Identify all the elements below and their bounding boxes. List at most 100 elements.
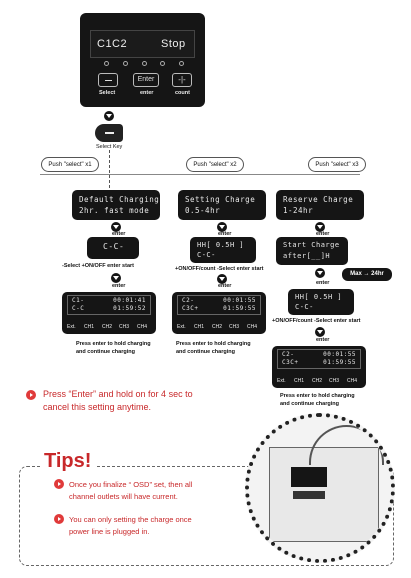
col3-ch-3: CH3 bbox=[329, 378, 340, 384]
device-buttons bbox=[293, 491, 325, 499]
col1-mode-display: Default Charging 2hr. fast mode bbox=[72, 190, 160, 220]
col2-ch-4: CH4 bbox=[247, 324, 258, 330]
col1-enter-label-2: enter bbox=[112, 283, 126, 289]
indicator-leds bbox=[104, 61, 184, 67]
max-badge: Max → 24hr bbox=[342, 268, 392, 281]
play-icon bbox=[26, 390, 36, 400]
col3-mode-display: Reserve Charge 1-24hr bbox=[276, 190, 364, 220]
tips-box bbox=[19, 466, 394, 566]
col1-enter-label: enter bbox=[112, 231, 126, 237]
tips-title: Tips! bbox=[40, 450, 96, 473]
push-bubble-2: Push "select" x2 bbox=[186, 157, 244, 172]
down-arrow-icon bbox=[315, 327, 325, 337]
tip2-line2: power line is plugged in. bbox=[69, 527, 150, 536]
col2-ch-3: CH3 bbox=[229, 324, 240, 330]
col2-mode-line1: Setting Charge bbox=[185, 195, 256, 204]
col1-channel-text: C-C- bbox=[103, 242, 125, 251]
col3-ch-2: CH2 bbox=[312, 378, 323, 384]
col2-timer-line2: C3C+ 01:59:55 bbox=[182, 305, 257, 312]
count-label: count bbox=[175, 90, 190, 96]
select-button[interactable] bbox=[98, 73, 118, 87]
col2-channel-line2: C-C- bbox=[197, 251, 216, 259]
col2-enter-label: enter bbox=[218, 231, 232, 237]
col1-note: -Select +ON/OFF enter start bbox=[62, 263, 134, 269]
down-arrow-icon bbox=[315, 222, 325, 232]
col3-channel-line2: C-C- bbox=[295, 303, 314, 311]
play-icon bbox=[54, 479, 64, 489]
col1-caption-line2: and continue charging bbox=[76, 349, 135, 355]
col1-mode-line1: Default Charging bbox=[79, 195, 160, 204]
col1-mode-line2: 2hr. fast mode bbox=[79, 206, 150, 215]
tip1-line2: channel outlets will have current. bbox=[69, 492, 178, 501]
col3-note: +ON/OFF/count -Select enter start bbox=[272, 318, 361, 324]
col3-caption-line2: and continue charging bbox=[280, 401, 339, 407]
device-illustration bbox=[245, 413, 395, 563]
col3-timer-line2: C3C+ 01:59:55 bbox=[282, 359, 357, 366]
led-icon bbox=[141, 61, 147, 66]
col2-ch-ext: Ext. bbox=[177, 324, 186, 330]
down-arrow-icon bbox=[315, 268, 325, 278]
cancel-note-line2: cancel this setting anytime. bbox=[43, 402, 152, 412]
cancel-note-line1: Press “Enter” and hold on for 4 sec to bbox=[43, 389, 193, 399]
minus-icon bbox=[105, 132, 114, 134]
col2-ch-2: CH2 bbox=[212, 324, 223, 330]
col1-ch-4: CH4 bbox=[137, 324, 148, 330]
col3-caption-line1: Press enter to hold charging bbox=[280, 393, 355, 399]
col3-enter-label-2: enter bbox=[316, 280, 330, 286]
col3-mode-line2: 1-24hr bbox=[283, 206, 314, 215]
col3-ch-4: CH4 bbox=[347, 378, 358, 384]
col2-note: +ON/OFF/count -Select enter start bbox=[175, 266, 264, 272]
col3-start-line1: Start Charge bbox=[283, 241, 340, 249]
col1-caption-line1: Press enter to hold charging bbox=[76, 341, 151, 347]
col3-enter-label-3: enter bbox=[316, 337, 330, 343]
enter-label: enter bbox=[140, 90, 154, 96]
device-screen bbox=[291, 467, 327, 487]
down-arrow-icon bbox=[104, 111, 114, 121]
enter-button[interactable]: Enter bbox=[133, 73, 159, 87]
display-left-text: C1C2 bbox=[97, 38, 128, 50]
down-arrow-icon bbox=[217, 222, 227, 232]
control-panel bbox=[80, 13, 205, 107]
col1-ch-2: CH2 bbox=[102, 324, 113, 330]
down-arrow-icon bbox=[111, 273, 121, 283]
col1-timer-display: C1- 00:01:41 C-C 01:59:52 Ext. CH1 CH2 C… bbox=[62, 292, 156, 334]
select-label: Select bbox=[99, 90, 116, 96]
led-icon bbox=[122, 61, 128, 66]
col1-channel-display: C-C- bbox=[87, 237, 139, 259]
led-icon bbox=[160, 61, 166, 66]
col3-start-display: Start Charge after[__]H bbox=[276, 237, 348, 265]
col2-caption-line2: and continue charging bbox=[176, 349, 235, 355]
tip1-line1: Once you finalize “ OSD” set, then all bbox=[69, 480, 193, 489]
col3-mode-line1: Reserve Charge bbox=[283, 195, 354, 204]
col1-timer-line1: C1- 00:01:41 bbox=[72, 297, 147, 304]
col3-start-line2: after[__]H bbox=[283, 252, 331, 260]
col2-timer-display: C2- 00:01:55 C3C+ 01:59:55 Ext. CH1 CH2 … bbox=[172, 292, 266, 334]
minus-icon bbox=[105, 80, 112, 81]
display-right-text: Stop bbox=[161, 38, 186, 50]
col1-ch-3: CH3 bbox=[119, 324, 130, 330]
led-icon bbox=[104, 61, 109, 66]
col3-timer-line1: C2- 00:01:55 bbox=[282, 351, 357, 358]
col2-channel-line1: HH[ 0.5H ] bbox=[197, 241, 245, 249]
col2-caption-line1: Press enter to hold charging bbox=[176, 341, 251, 347]
device-handle bbox=[309, 425, 384, 465]
col3-ch-ext: Ext. bbox=[277, 378, 286, 384]
col3-channel-line1: HH[ 0.5H ] bbox=[295, 293, 343, 301]
play-icon bbox=[54, 514, 64, 524]
flow-line bbox=[40, 174, 360, 175]
select-key-label: Select Key bbox=[96, 144, 123, 150]
count-button[interactable]: -|- bbox=[172, 73, 192, 87]
col3-channel-display: HH[ 0.5H ] C-C- bbox=[288, 289, 354, 315]
col2-mode-display: Setting Charge 0.5-4hr bbox=[178, 190, 266, 220]
down-arrow-icon bbox=[111, 222, 121, 232]
panel-display: C1C2 Stop bbox=[90, 30, 195, 58]
down-arrow-icon bbox=[217, 274, 227, 284]
col3-timer-display: C2- 00:01:55 C3C+ 01:59:55 Ext. CH1 CH2 … bbox=[272, 346, 366, 388]
col1-ch-1: CH1 bbox=[84, 324, 95, 330]
col2-mode-line2: 0.5-4hr bbox=[185, 206, 221, 215]
col2-enter-label-2: enter bbox=[218, 283, 232, 289]
col2-timer-line1: C2- 00:01:55 bbox=[182, 297, 257, 304]
plus-minus-icon: -|- bbox=[178, 75, 186, 84]
led-icon bbox=[179, 61, 184, 66]
